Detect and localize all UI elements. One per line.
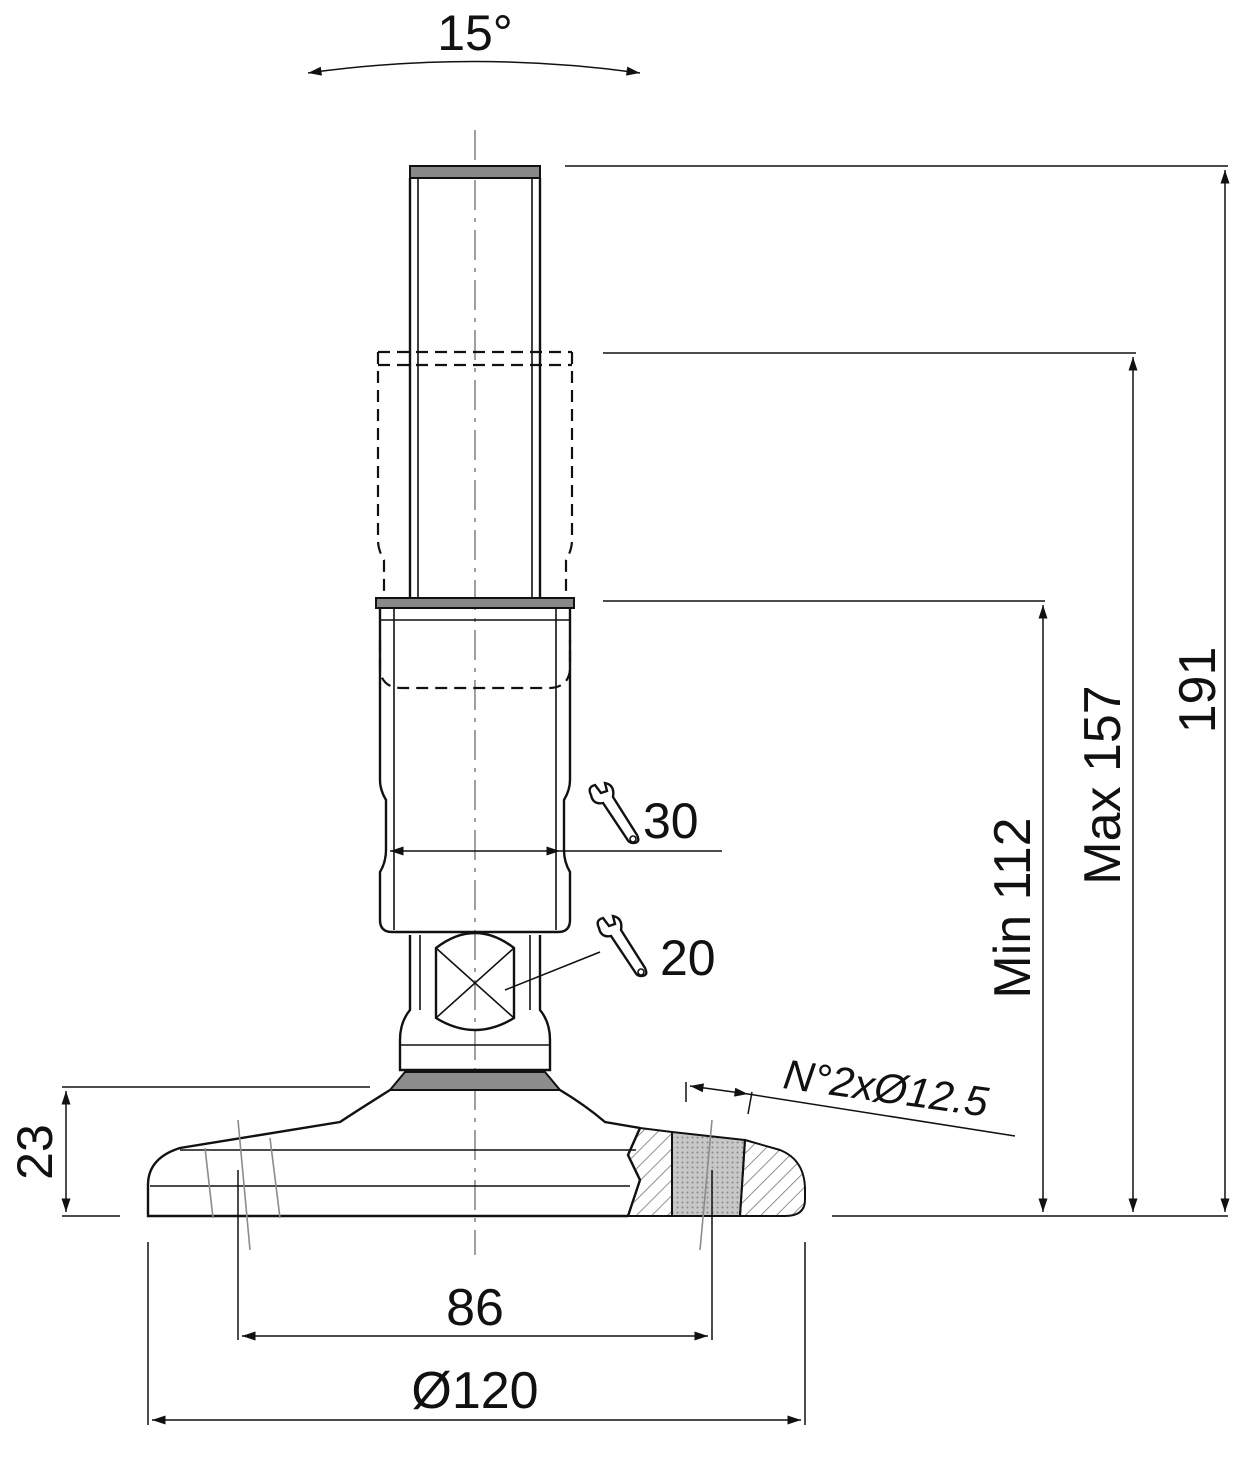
min-height-label: Min 112 bbox=[984, 817, 1042, 998]
extension-lines bbox=[62, 165, 1228, 1425]
wrench-20-label: 20 bbox=[660, 930, 716, 986]
base-diameter-dimension: Ø120 bbox=[152, 1362, 801, 1425]
base-height-label: 23 bbox=[7, 1124, 63, 1180]
overall-height-label: 191 bbox=[1169, 647, 1227, 734]
threaded-stem bbox=[408, 165, 542, 600]
hole-spacing-label: 86 bbox=[446, 1279, 504, 1337]
base-plate bbox=[146, 1088, 806, 1251]
wrench-30-annotation: 30 bbox=[390, 781, 722, 856]
wrench-icon bbox=[588, 781, 640, 845]
overall-height-dimension: 191 bbox=[1169, 170, 1230, 1212]
holes-callout: N°2xØ12.5 bbox=[685, 1050, 1016, 1137]
tilt-angle-dimension: 15° bbox=[307, 5, 641, 76]
base-diameter-label: Ø120 bbox=[411, 1362, 538, 1420]
tilt-angle-label: 15° bbox=[437, 5, 513, 61]
ball-joint bbox=[387, 931, 563, 1091]
wrench-20-annotation: 20 bbox=[504, 914, 716, 991]
holes-note-label: N°2xØ12.5 bbox=[781, 1050, 992, 1125]
base-height-dimension: 23 bbox=[7, 1091, 71, 1212]
wrench-30-label: 30 bbox=[643, 793, 699, 849]
min-height-dimension: Min 112 bbox=[984, 605, 1048, 1212]
adjuster-sleeve bbox=[375, 597, 575, 934]
wrench-icon bbox=[596, 914, 648, 978]
max-extension-ghost bbox=[376, 350, 574, 690]
max-height-label: Max 157 bbox=[1074, 685, 1132, 884]
hole-spacing-dimension: 86 bbox=[242, 1279, 708, 1341]
max-height-dimension: Max 157 bbox=[1074, 357, 1138, 1212]
